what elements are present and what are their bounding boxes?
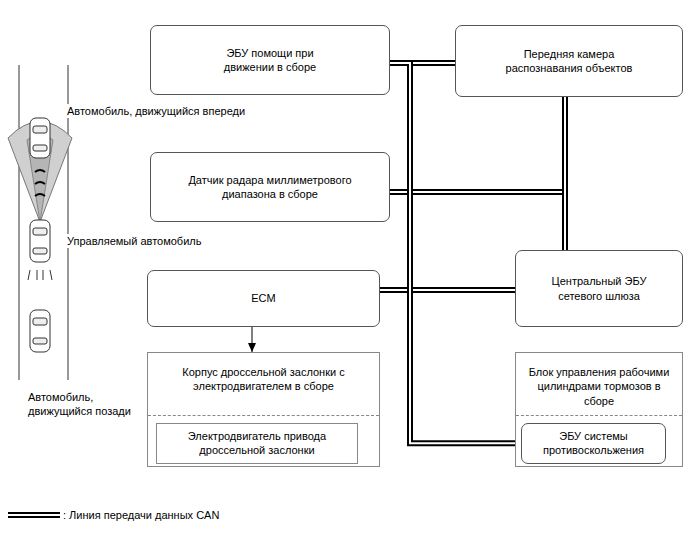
box-label: ЭБУ системы противоскольжения <box>534 429 654 458</box>
component-box: Датчик радара миллиметрового диапазона в… <box>150 152 390 222</box>
box-label: Корпус дроссельной заслонки с электродви… <box>169 365 359 394</box>
component-box: Блок управления рабочими цилиндрами торм… <box>515 352 683 467</box>
control-arrow <box>248 327 256 352</box>
box-label: ЭБУ помощи при движении в сборе <box>210 46 330 75</box>
dashed-divider <box>148 415 379 416</box>
box-label: Датчик радара миллиметрового диапазона в… <box>185 173 355 202</box>
motion-marks <box>28 270 52 280</box>
can-line-outer <box>562 97 568 250</box>
box-label: Центральный ЭБУ сетевого шлюза <box>539 274 659 303</box>
illustration-label: Автомобиль, движущийся позади <box>27 390 139 419</box>
component-box: ЭБУ помощи при движении в сборе <box>150 25 390 95</box>
component-box: Центральный ЭБУ сетевого шлюза <box>515 250 683 327</box>
text-wrap: Блок управления рабочими цилиндрами торм… <box>516 353 682 408</box>
text-wrap: Центральный ЭБУ сетевого шлюза <box>516 251 682 326</box>
arrowhead <box>248 343 256 352</box>
can-line-inner <box>390 97 565 192</box>
inner-component-box: Электродвигатель привода дроссельной зас… <box>156 423 358 464</box>
box-label: Электродвигатель привода дроссельной зас… <box>162 429 352 458</box>
can-line-inner <box>564 97 566 250</box>
legend-sample-line <box>8 515 60 516</box>
car-ahead <box>30 118 50 158</box>
text-wrap: ЭБУ системы противоскольжения <box>522 424 665 463</box>
component-box: ECM <box>147 270 380 327</box>
box-label: Блок управления рабочими цилиндрами торм… <box>524 365 674 408</box>
inner-component-box: ЭБУ системы противоскольжения <box>521 423 666 464</box>
box-label: ECM <box>251 291 275 305</box>
text-wrap: Электродвигатель привода дроссельной зас… <box>157 424 357 463</box>
text-wrap: ЭБУ помощи при движении в сборе <box>151 26 389 94</box>
can-bus-line <box>390 63 521 443</box>
component-box: Корпус дроссельной заслонки с электродви… <box>147 352 380 467</box>
can-line-outer <box>380 287 515 293</box>
can-bus-line <box>390 97 565 192</box>
text-wrap: ECM <box>148 271 379 326</box>
ego-car <box>30 220 50 262</box>
can-line-outer <box>390 97 565 192</box>
road-edge <box>19 65 20 380</box>
illustration-label: Автомобиль, движущийся впереди <box>66 104 246 118</box>
dashed-divider <box>516 415 682 416</box>
component-box: Передняя камера распознавания объектов <box>455 25 683 97</box>
legend-text: : Линия передачи данных CAN <box>62 508 220 522</box>
text-wrap: Корпус дроссельной заслонки с электродви… <box>148 353 379 394</box>
text-wrap: Датчик радара миллиметрового диапазона в… <box>151 153 389 221</box>
illustration-label: Управляемый автомобиль <box>66 234 202 248</box>
can-line-inner <box>380 289 515 291</box>
box-label: Передняя камера распознавания объектов <box>489 47 649 76</box>
can-line-inner <box>390 63 521 443</box>
car-behind <box>30 310 50 352</box>
text-wrap: Передняя камера распознавания объектов <box>456 26 682 96</box>
can-bus-line <box>565 97 566 250</box>
radar-waves <box>35 170 45 196</box>
can-bus-line <box>380 290 515 291</box>
can-line-outer <box>390 63 521 443</box>
